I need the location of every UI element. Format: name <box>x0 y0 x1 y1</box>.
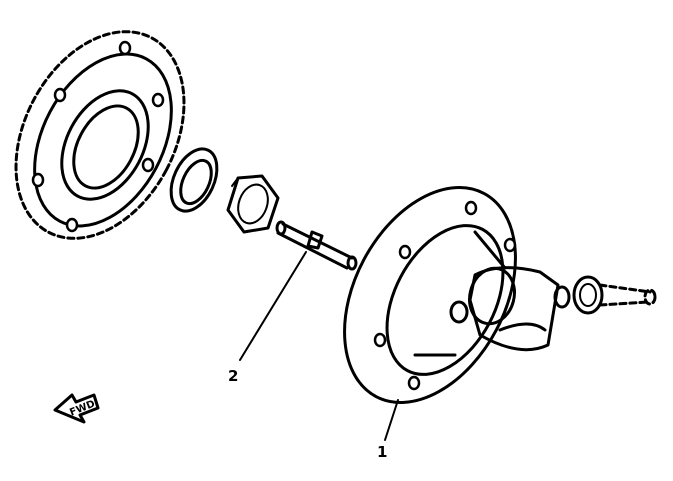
bolt <box>572 275 657 315</box>
forward-arrow-icon: FWD <box>53 393 100 424</box>
hex-nut <box>226 174 280 234</box>
flange-housing-part-1 <box>343 186 571 404</box>
cover-plate <box>14 30 186 240</box>
pin-part-2 <box>275 220 358 271</box>
leader-line-2 <box>239 251 307 361</box>
leader-line-1 <box>384 399 399 441</box>
callout-label-1: 1 <box>377 443 387 461</box>
oil-seal <box>169 147 219 213</box>
callout-label-2: 2 <box>228 367 238 385</box>
